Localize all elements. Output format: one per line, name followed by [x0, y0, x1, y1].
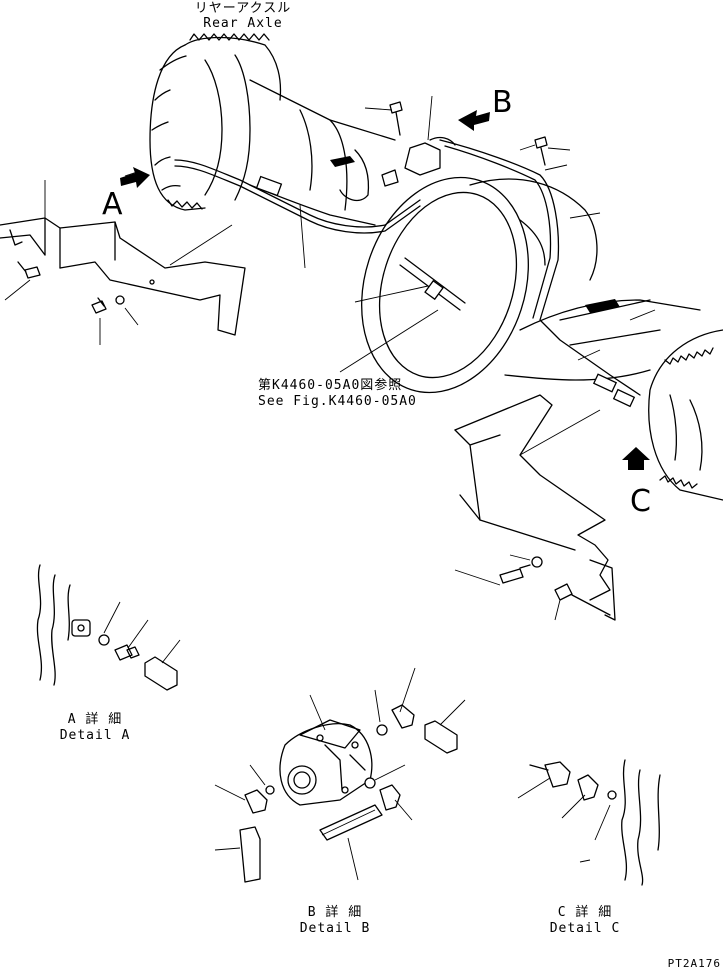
view-arrow-c: [622, 447, 650, 470]
reference-en: See Fig.K4460-05A0: [258, 394, 417, 409]
left-wheel-hub: [149, 33, 282, 211]
view-letter-b: B: [492, 85, 513, 120]
detail-c-drawing: [517, 759, 661, 886]
right-guard-bracket: [454, 394, 616, 621]
reference-jp: 第K4460-05A0図参照: [258, 378, 403, 393]
detail-c-label-jp: C 詳 細: [557, 905, 613, 920]
detail-a-drawing: [36, 564, 181, 691]
view-letter-c: C: [630, 484, 651, 519]
left-guard-bracket: [0, 180, 246, 345]
detail-a-label-en: Detail A: [59, 728, 131, 743]
detail-c-label-en: Detail C: [549, 921, 621, 936]
right-wheel-hub: [648, 329, 723, 501]
detail-a-label-jp: A 詳 細: [67, 712, 123, 727]
detail-b-label-en: Detail B: [299, 921, 371, 936]
view-arrow-b: [458, 110, 490, 131]
title-jp: リヤーアクスル: [194, 1, 292, 16]
detail-b-label-jp: B 詳 細: [307, 905, 363, 920]
reference-leader-line: [339, 309, 439, 373]
view-arrow-a: [120, 167, 150, 188]
top-bolts: [169, 95, 656, 361]
drawing-code: PT2A176: [667, 957, 721, 970]
axle-housing: [174, 79, 701, 408]
guard-leader-line: [519, 409, 601, 456]
title-en: Rear Axle: [203, 16, 283, 31]
view-letter-a: A: [102, 187, 123, 222]
detail-b-drawing: [214, 667, 466, 883]
